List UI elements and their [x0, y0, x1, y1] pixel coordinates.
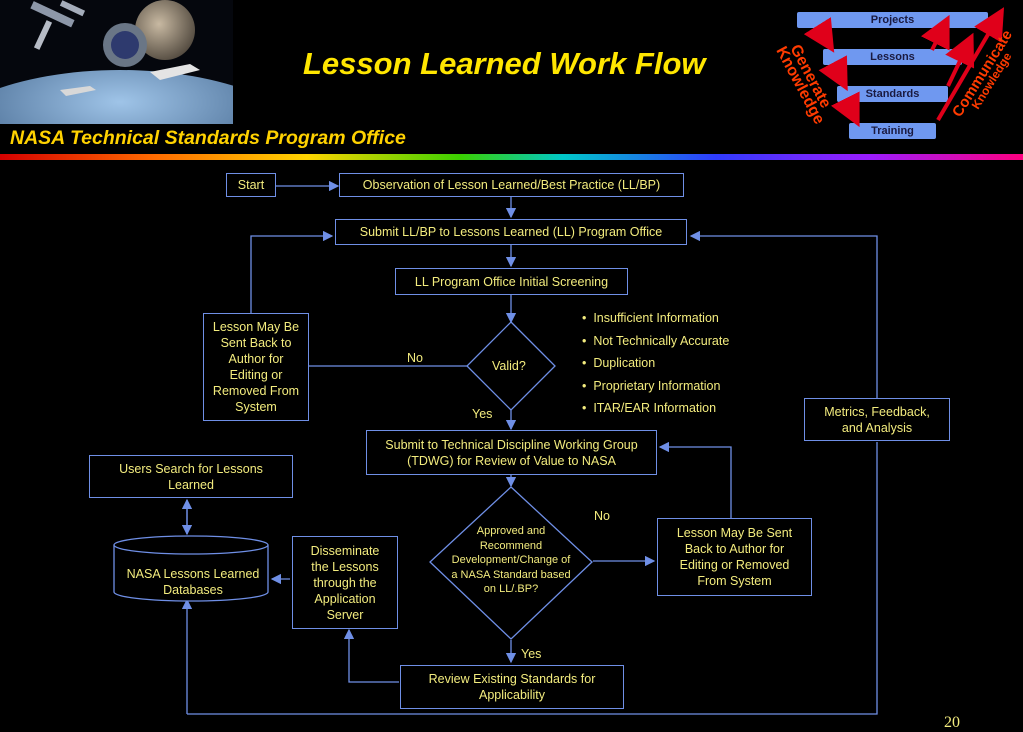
screening-node: LL Program Office Initial Screening — [395, 268, 628, 295]
yes-label-2: Yes — [521, 647, 542, 661]
pyramid-level-lessons: Lessons — [823, 49, 962, 65]
disseminate-node: Disseminate the Lessons through the Appl… — [292, 536, 398, 629]
criteria-item: • Duplication — [582, 356, 656, 370]
approved-label: Approved and Recommend Development/Chang… — [451, 525, 571, 595]
pyramid-arrows: Generate Knowledge Communicate Knowledge — [772, 7, 1016, 127]
rejection-criteria-list: • Insufficient Information • Not Technic… — [552, 311, 729, 424]
approved-diamond — [429, 486, 593, 640]
no-label-1: No — [407, 351, 423, 365]
database-cylinder — [113, 535, 269, 602]
valid-diamond — [466, 321, 556, 411]
observation-node: Observation of Lesson Learned/Best Pract… — [339, 173, 684, 197]
no-label-2: No — [594, 509, 610, 523]
metrics-node: Metrics, Feedback, and Analysis — [804, 398, 950, 441]
criteria-item: • ITAR/EAR Information — [582, 401, 717, 415]
sent-back-node-1: Lesson May Be Sent Back to Author for Ed… — [203, 313, 309, 421]
review-node: Review Existing Standards for Applicabil… — [400, 665, 624, 709]
database-label: NASA Lessons Learned Databases — [126, 567, 260, 597]
start-node: Start — [226, 173, 276, 197]
sent-back-node-2: Lesson May Be Sent Back to Author for Ed… — [657, 518, 812, 596]
pyramid-level-training: Training — [849, 123, 936, 139]
valid-label: Valid? — [492, 359, 526, 373]
yes-label-1: Yes — [472, 407, 493, 421]
criteria-item: • Proprietary Information — [582, 378, 721, 393]
users-search-node: Users Search for Lessons Learned — [89, 455, 293, 498]
submit-node: Submit LL/BP to Lessons Learned (LL) Pro… — [335, 219, 687, 245]
page-number: 20 — [944, 714, 960, 731]
tdwg-node: Submit to Technical Discipline Working G… — [366, 430, 657, 475]
criteria-item: • Not Technically Accurate — [582, 333, 730, 348]
page-subtitle: NASA Technical Standards Program Office — [10, 127, 406, 149]
rainbow-divider — [0, 154, 1023, 160]
criteria-item: • Insufficient Information — [582, 311, 719, 325]
pyramid-level-standards: Standards — [837, 86, 948, 102]
page-title: Lesson Learned Work Flow — [303, 46, 706, 81]
